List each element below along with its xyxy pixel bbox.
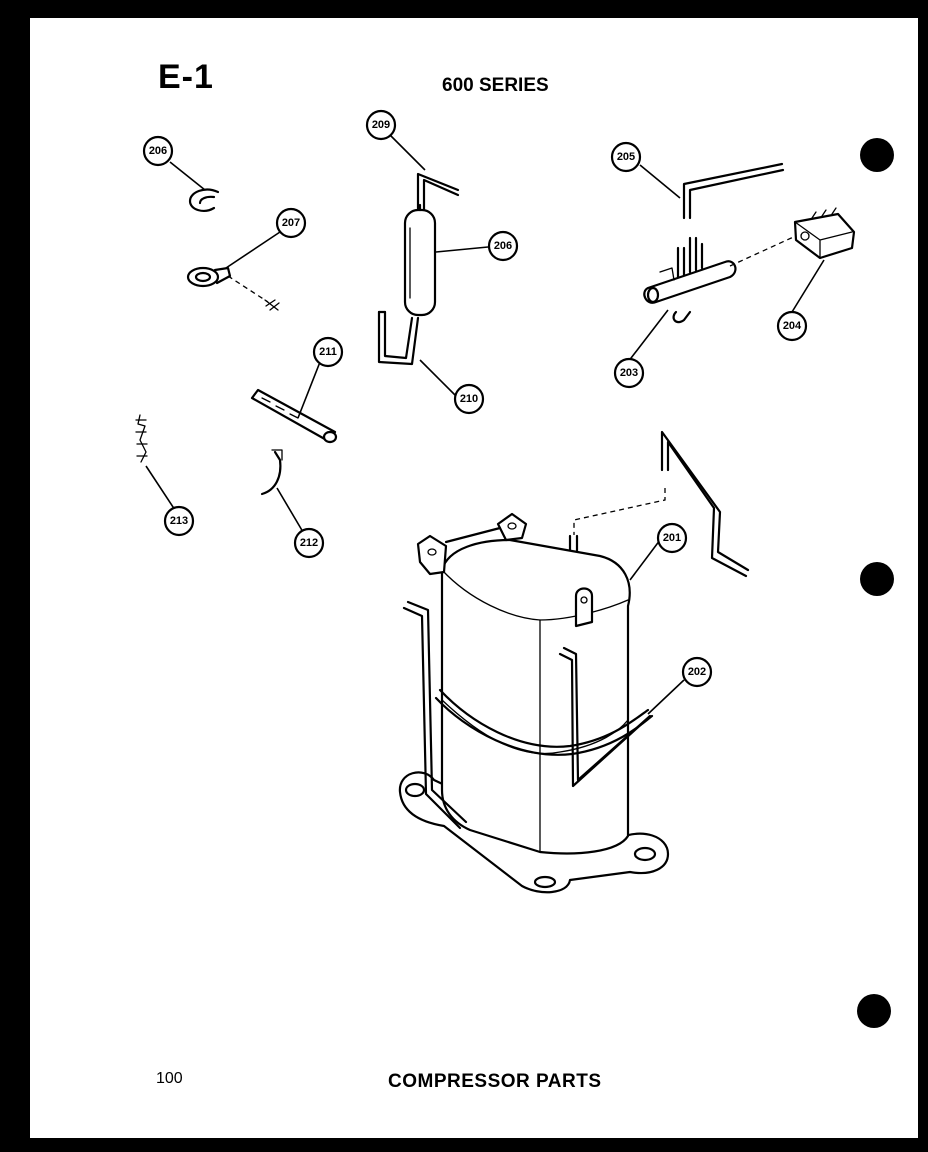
callout-207: 207: [275, 207, 307, 239]
leader-205: [639, 164, 681, 199]
callout-206b-label: 206: [494, 240, 512, 252]
binder-hole-top: [860, 138, 894, 172]
part-drier-206: [403, 203, 437, 317]
callout-206b: 206: [487, 230, 519, 262]
callout-213-label: 213: [170, 515, 188, 527]
leader-211: [297, 361, 321, 419]
callout-206a-label: 206: [149, 145, 167, 157]
page-number: 100: [156, 1070, 183, 1087]
part-hook-212: [260, 449, 283, 496]
page-title: COMPRESSOR PARTS: [388, 1071, 602, 1092]
series-title: 600 SERIES: [442, 75, 549, 96]
callout-203-label: 203: [620, 367, 638, 379]
callout-211: 211: [312, 336, 344, 368]
leader-213: [145, 465, 176, 511]
part-clamp-207: [186, 266, 280, 311]
leader-210: [419, 359, 456, 396]
binder-hole-bottom: [857, 994, 891, 1028]
callout-210: 210: [453, 383, 485, 415]
part-bail-202: [402, 600, 654, 830]
part-chain-213: [135, 414, 148, 463]
binder-hole-middle: [860, 562, 894, 596]
callout-211-label: 211: [319, 346, 337, 358]
callout-207-label: 207: [282, 217, 300, 229]
part-discharge-tube-201: [568, 430, 750, 578]
callout-202: 202: [681, 656, 713, 688]
callout-201-label: 201: [663, 532, 681, 544]
callout-204: 204: [776, 310, 808, 342]
callout-209: 209: [365, 109, 397, 141]
leader-206b: [435, 246, 489, 253]
part-tube-205: [682, 162, 785, 220]
leader-202: [647, 679, 685, 715]
callout-212-label: 212: [300, 537, 318, 549]
callout-205: 205: [610, 141, 642, 173]
section-code: E-1: [158, 58, 214, 96]
callout-202-label: 202: [688, 666, 706, 678]
leader-212: [276, 487, 304, 533]
callout-209-label: 209: [372, 119, 390, 131]
leader-201: [629, 539, 661, 581]
part-manifold-203: [643, 233, 801, 324]
callout-206a: 206: [142, 135, 174, 167]
part-tube-209: [416, 172, 460, 212]
callout-213: 213: [163, 505, 195, 537]
leader-207: [225, 231, 281, 269]
leader-209: [389, 134, 426, 171]
callout-212: 212: [293, 527, 325, 559]
callout-210-label: 210: [460, 393, 478, 405]
leader-206a: [169, 161, 206, 191]
callout-203: 203: [613, 357, 645, 389]
callout-205-label: 205: [617, 151, 635, 163]
part-terminal-204: [793, 207, 856, 260]
part-strap-211: [250, 388, 338, 444]
part-tube-210: [377, 310, 420, 366]
callout-201: 201: [656, 522, 688, 554]
part-clip-206: [188, 188, 220, 212]
leader-204: [791, 259, 825, 313]
callout-204-label: 204: [783, 320, 802, 332]
leader-203: [627, 309, 669, 363]
